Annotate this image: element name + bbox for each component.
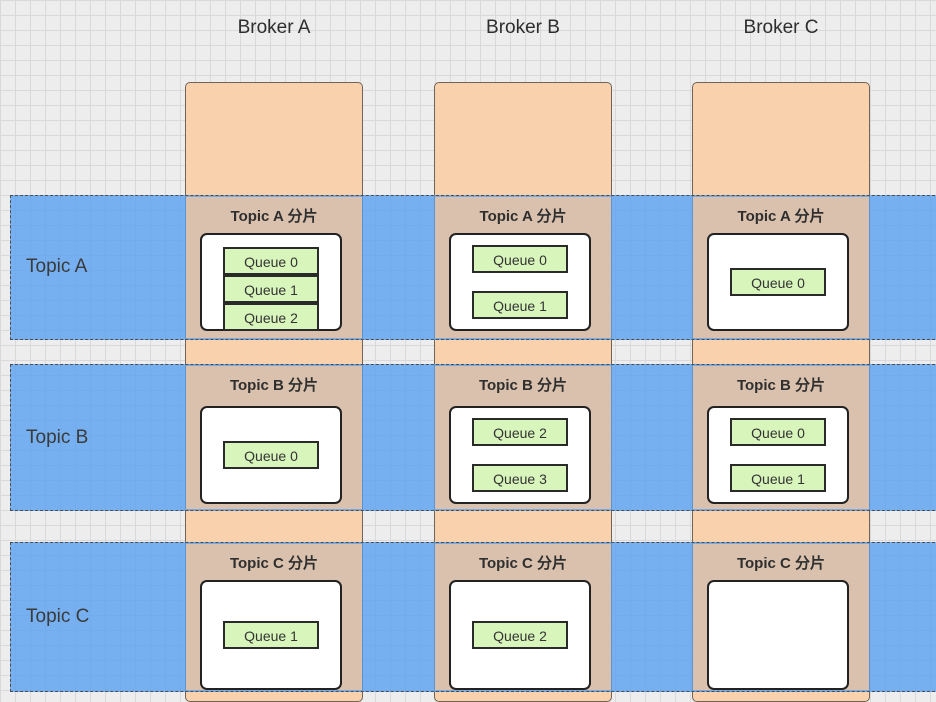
broker-topic-diagram: Broker A Broker B Broker C Topic A Topic A 分… xyxy=(10,17,936,702)
queue-item: Queue 0 xyxy=(472,245,568,273)
queue-item: Queue 1 xyxy=(223,621,319,649)
partition-title: Topic A 分片 xyxy=(230,208,318,225)
queue-item: Queue 2 xyxy=(472,418,568,446)
partition-title: Topic B 分片 xyxy=(736,377,826,394)
partition-title: Topic C 分片 xyxy=(478,555,568,572)
queue-box: Queue 0 Queue 1 xyxy=(449,233,591,331)
queue-box: Queue 2 Queue 3 xyxy=(449,406,591,504)
queue-box: Queue 0 Queue 1 xyxy=(707,406,849,504)
topic-label: Topic B xyxy=(26,427,89,448)
queue-item: Queue 2 xyxy=(472,621,568,649)
queue-box: Queue 0 xyxy=(707,233,849,331)
broker-header: Broker C xyxy=(743,17,819,38)
queue-item: Queue 3 xyxy=(472,464,568,492)
broker-header: Broker A xyxy=(237,17,311,38)
partition-title: Topic A 分片 xyxy=(479,208,567,225)
queue-item: Queue 0 xyxy=(730,268,826,296)
topic-label: Topic A xyxy=(26,256,88,277)
queue-item: Queue 0 xyxy=(223,441,319,469)
queue-box: Queue 0 xyxy=(200,406,342,504)
topic-label: Topic C xyxy=(26,606,90,627)
queue-item: Queue 1 xyxy=(730,464,826,492)
queue-item: Queue 0 xyxy=(223,247,319,275)
queue-box: Queue 1 xyxy=(200,580,342,690)
queue-item: Queue 1 xyxy=(472,291,568,319)
queue-box: Queue 2 xyxy=(449,580,591,690)
queue-item: Queue 2 xyxy=(223,303,319,331)
queue-box xyxy=(707,580,849,690)
partition-title: Topic C 分片 xyxy=(736,555,826,572)
partition-title: Topic C 分片 xyxy=(229,555,319,572)
partition-title: Topic B 分片 xyxy=(229,377,319,394)
partition-title: Topic B 分片 xyxy=(478,377,568,394)
queue-item: Queue 1 xyxy=(223,275,319,303)
broker-header: Broker B xyxy=(486,17,560,38)
partition-title: Topic A 分片 xyxy=(737,208,825,225)
queue-item: Queue 0 xyxy=(730,418,826,446)
